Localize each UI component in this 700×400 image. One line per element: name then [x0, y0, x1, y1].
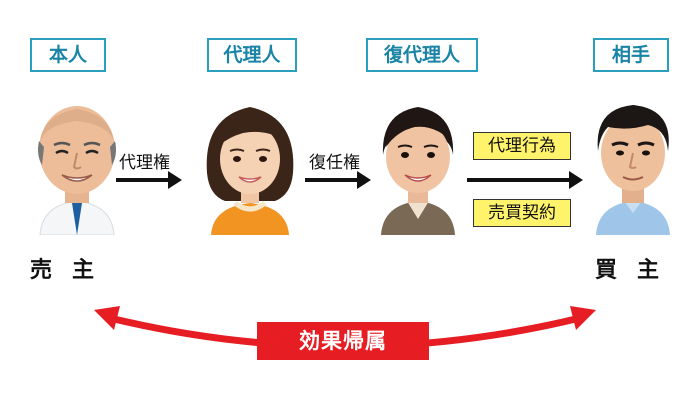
effect-arrowhead-left-icon: [94, 306, 120, 330]
subdelegation-authority-label: 復任権: [309, 153, 360, 173]
agency-arrowhead-icon: [168, 171, 182, 189]
effect-arrowhead-right-icon: [570, 306, 596, 330]
role-label-agent: 代理人: [207, 38, 297, 72]
role-label-subagent: 復代理人: [366, 38, 478, 72]
subdelegation-arrowhead-icon: [357, 171, 371, 189]
seller-name: 売主: [30, 258, 115, 283]
seller-photo-icon: [22, 95, 132, 235]
effect-attribution-label: 効果帰属: [257, 322, 429, 360]
agent-photo-icon: [195, 95, 305, 235]
subagent-photo-icon: [363, 95, 473, 235]
agency-act-arrow: [467, 178, 571, 182]
buyer-photo-icon: [578, 95, 688, 235]
sales-contract-box: 売買契約: [473, 199, 571, 227]
buyer-name: 買主: [595, 258, 680, 283]
role-label-other-party: 相手: [593, 38, 669, 72]
agency-act-arrowhead-icon: [569, 171, 583, 189]
subdelegation-arrow: [305, 178, 359, 182]
role-label-person: 本人: [30, 38, 106, 72]
agency-act-box: 代理行為: [473, 132, 571, 160]
agency-arrow: [116, 178, 170, 182]
agency-authority-label: 代理権: [119, 153, 170, 173]
